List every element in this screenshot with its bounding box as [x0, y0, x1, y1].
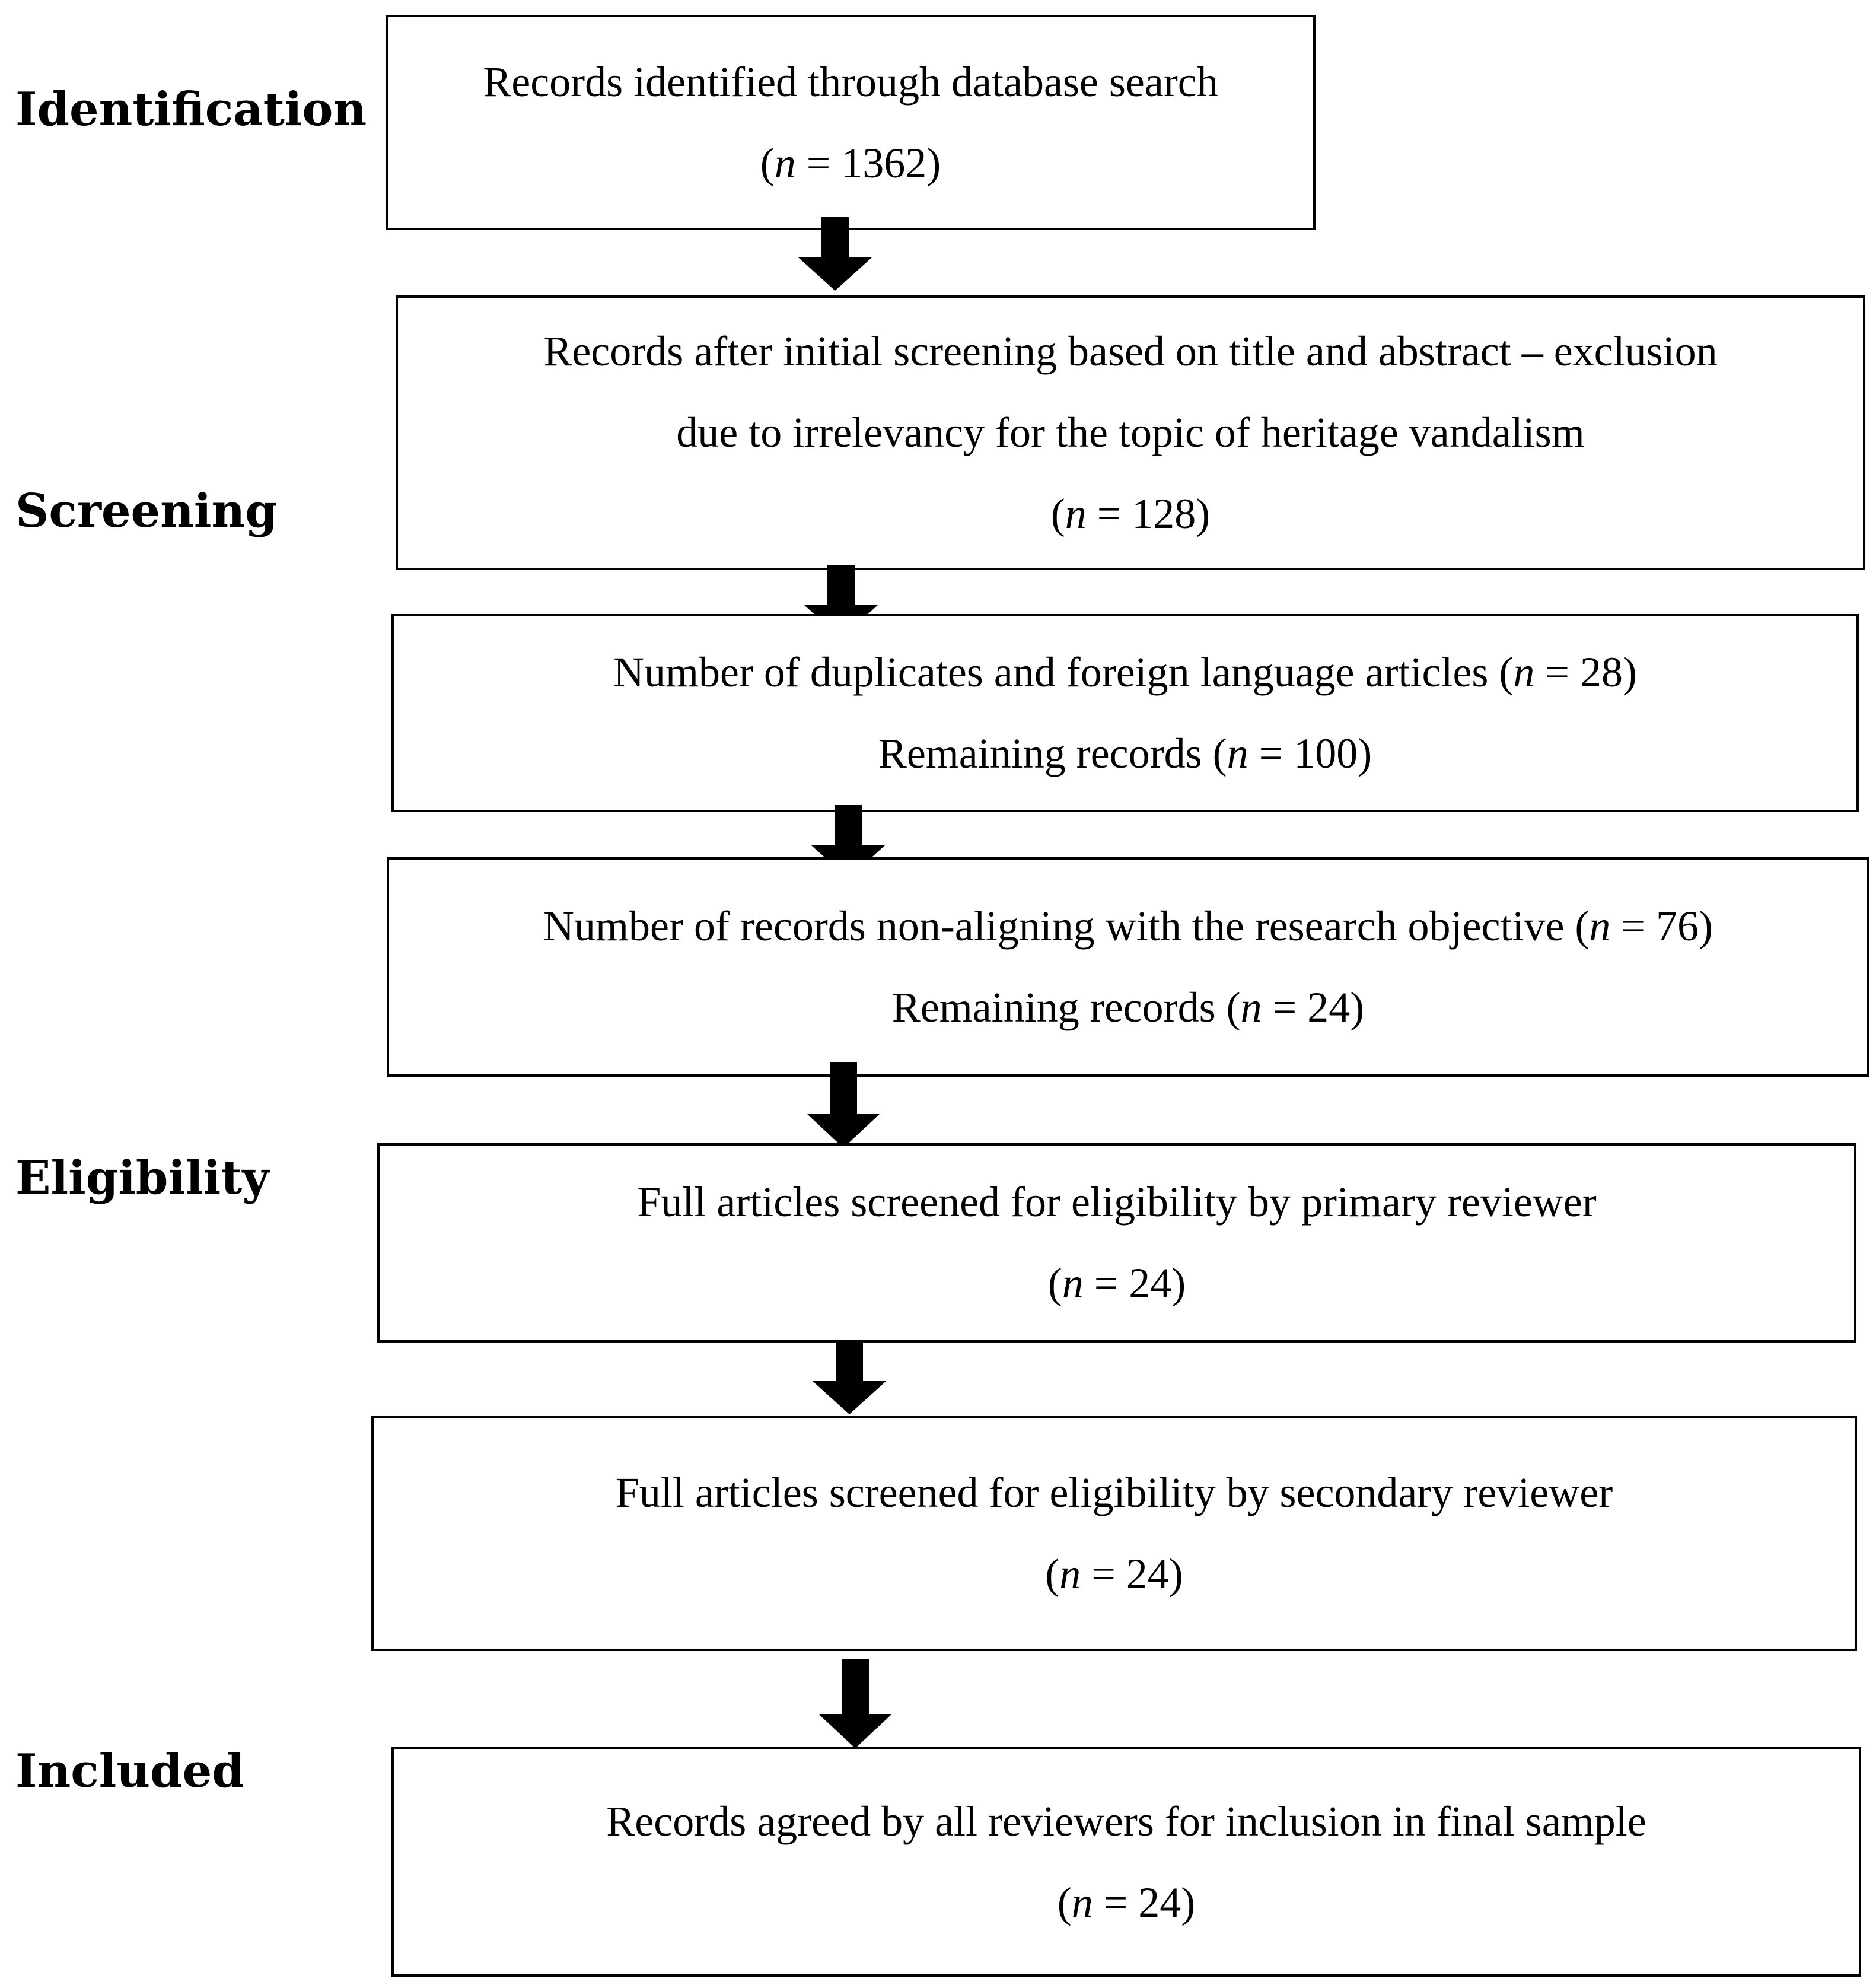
down-arrow-icon [818, 1659, 892, 1748]
down-arrow-icon [807, 1062, 880, 1148]
stage-label-screening: Screening [15, 484, 278, 538]
down-arrow-icon [798, 217, 872, 291]
box-text-line-2: Remaining records (n = 100) [878, 730, 1372, 777]
box-duplicates-removed: Number of duplicates and foreign languag… [391, 614, 1859, 812]
box-identified-records: Records identified through database sear… [386, 15, 1316, 230]
box-text-line-2: Remaining records (n = 24) [891, 984, 1365, 1031]
box-secondary-reviewer: Full articles screened for eligibility b… [371, 1416, 1857, 1651]
box-non-aligning-removed: Number of records non-aligning with the … [387, 857, 1869, 1077]
stage-label-eligibility: Eligibility [15, 1151, 269, 1205]
box-primary-reviewer: Full articles screened for eligibility b… [377, 1143, 1856, 1343]
box-initial-screening: Records after initial screening based on… [396, 295, 1865, 570]
stage-label-identification: Identification [15, 82, 367, 136]
box-count: (n = 1362) [760, 139, 941, 187]
box-text: Full articles screened for eligibility b… [615, 1469, 1613, 1516]
box-count: (n = 24) [1045, 1550, 1183, 1598]
box-count: (n = 24) [1047, 1259, 1186, 1307]
box-text-line-2: due to irrelevancy for the topic of heri… [676, 409, 1585, 456]
box-text: Records agreed by all reviewers for incl… [606, 1797, 1646, 1845]
box-text: Full articles screened for eligibility b… [637, 1178, 1597, 1226]
box-text-line-1: Number of records non-aligning with the … [543, 902, 1713, 950]
box-text: Records identified through database sear… [483, 58, 1218, 106]
box-text-line-1: Number of duplicates and foreign languag… [613, 648, 1637, 696]
box-included-final: Records agreed by all reviewers for incl… [391, 1747, 1861, 1977]
stage-label-included: Included [15, 1744, 244, 1798]
box-count: (n = 128) [1050, 490, 1211, 537]
box-text-line-1: Records after initial screening based on… [543, 327, 1718, 375]
down-arrow-icon [813, 1341, 886, 1414]
box-count: (n = 24) [1057, 1878, 1196, 1926]
